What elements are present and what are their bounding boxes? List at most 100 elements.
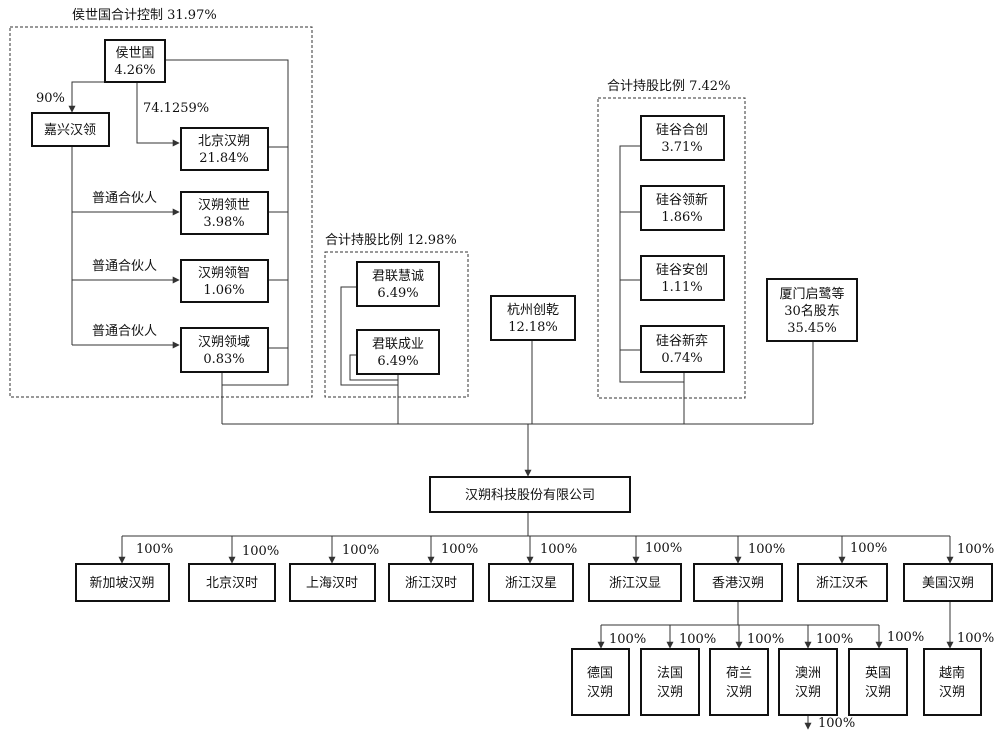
node-name: 汉朔科技股份有限公司 — [465, 488, 595, 503]
node-name: 硅谷合创 — [656, 123, 708, 138]
node-name: 侯世国 — [115, 46, 154, 61]
node-percent: 100% — [609, 632, 646, 647]
node-name: 北京汉朔 — [198, 134, 250, 149]
guigu-group — [597, 97, 746, 399]
node-percent: 100% — [679, 632, 716, 647]
node-percent: 6.49% — [377, 354, 418, 369]
node-guigu-anchuang: 硅谷安创 1.11% — [640, 255, 725, 301]
node-name-line1: 法国 — [657, 666, 683, 681]
node-guigu-lingxin: 硅谷领新 1.86% — [640, 185, 725, 231]
node-name: 浙江汉时 — [405, 576, 457, 591]
edge-label-hou-jiaxing: 90% — [36, 91, 65, 106]
edge-label-gp-lingshi: 普通合伙人 — [92, 191, 157, 206]
node-name-line1: 英国 — [865, 666, 891, 681]
node-name-line2: 汉朔 — [726, 685, 752, 700]
node-name-line2: 汉朔 — [939, 685, 965, 700]
node-sub-zhejiang-hanxian: 浙江汉显 100% — [588, 541, 682, 602]
node-name: 新加坡汉朔 — [89, 575, 154, 591]
node-percent: 100% — [957, 542, 994, 557]
node-name: 上海汉时 — [306, 576, 358, 591]
node-junlian-chengye: 君联成业 6.49% — [356, 329, 440, 375]
guigu-group-label: 合计持股比例 7.42% — [607, 79, 730, 94]
node-name: 浙江汉显 — [609, 576, 661, 591]
edge-label-gp-lingzhi: 普通合伙人 — [92, 259, 157, 274]
node-name: 硅谷安创 — [656, 263, 708, 278]
node-sub-beijing-hanshi: 北京汉时 100% — [188, 544, 279, 602]
node-sub-zhejiang-hanhe: 浙江汉禾 100% — [797, 541, 888, 602]
hou-control-group — [9, 26, 313, 398]
node-name-line1: 越南 — [939, 665, 965, 681]
node-name: 美国汉朔 — [922, 576, 974, 591]
node-hk-sub-germany: 德国 汉朔 100% — [571, 632, 646, 716]
node-beijing-hanshuo: 北京汉朔 21.84% — [180, 127, 269, 171]
node-percent: 0.74% — [661, 351, 702, 366]
node-percent: 100% — [342, 543, 379, 558]
node-name-line1: 德国 — [587, 666, 613, 681]
node-hk-sub-australia: 澳洲 汉朔 100% — [778, 632, 853, 716]
edge-label-gp-lingyu: 普通合伙人 — [92, 324, 157, 339]
node-percent: 6.49% — [377, 286, 418, 301]
node-percent: 4.26% — [114, 63, 155, 78]
node-name-line2: 汉朔 — [587, 685, 613, 700]
node-name: 北京汉时 — [206, 576, 258, 591]
node-name-line2: 汉朔 — [865, 685, 891, 700]
node-sub-zhejiang-hanshi: 浙江汉时 100% — [388, 542, 478, 602]
node-percent: 100% — [645, 541, 682, 556]
edge-label-hou-beijing: 74.1259% — [143, 101, 209, 116]
node-percent: 100% — [441, 542, 478, 557]
node-sub-hongkong-hanshuo: 香港汉朔 100% — [693, 542, 785, 602]
node-name: 汉朔领世 — [198, 198, 250, 213]
node-percent: 3.98% — [203, 215, 244, 230]
node-percent: 100% — [748, 542, 785, 557]
node-name: 硅谷新弈 — [656, 333, 708, 349]
hou-control-group-label: 侯世国合计控制 31.97% — [72, 8, 217, 23]
node-percent: 100% — [850, 541, 887, 556]
node-percent: 100% — [136, 542, 173, 557]
node-percent: 1.11% — [661, 280, 702, 295]
node-name-line2: 30名股东 — [784, 303, 840, 319]
node-hou-shiguo: 侯世国 4.26% — [104, 39, 166, 83]
node-percent: 1.86% — [661, 210, 702, 225]
aus-sub-percent: 100% — [818, 716, 855, 730]
node-name: 浙江汉星 — [505, 576, 557, 591]
node-percent: 100% — [747, 632, 784, 647]
node-sub-shanghai-hanshi: 上海汉时 100% — [289, 543, 379, 602]
node-name: 浙江汉禾 — [816, 576, 868, 591]
node-percent: 0.83% — [203, 352, 244, 367]
node-guigu-hechuang: 硅谷合创 3.71% — [640, 115, 725, 161]
node-percent: 12.18% — [508, 320, 558, 335]
junlian-group-label: 合计持股比例 12.98% — [325, 233, 457, 248]
node-percent: 100% — [887, 630, 924, 645]
node-hk-sub-uk: 英国 汉朔 100% — [848, 630, 924, 716]
junlian-group — [324, 251, 469, 398]
node-name-line1: 荷兰 — [726, 666, 752, 681]
node-junlian-huicheng: 君联慧诚 6.49% — [356, 261, 440, 307]
node-name: 嘉兴汉领 — [44, 123, 96, 138]
node-hangzhou-chuangqian: 杭州创乾 12.18% — [490, 295, 576, 341]
node-name-line1: 厦门启鹭等 — [779, 286, 844, 302]
node-name: 硅谷领新 — [656, 192, 708, 208]
node-sub-us-hanshuo: 美国汉朔 100% — [903, 542, 994, 602]
node-percent: 3.71% — [661, 140, 702, 155]
node-name: 汉朔领智 — [198, 266, 250, 281]
node-hanshuo-lingzhi: 汉朔领智 1.06% — [180, 259, 269, 303]
node-name: 君联成业 — [372, 337, 424, 352]
node-hk-sub-france: 法国 汉朔 100% — [640, 632, 716, 716]
node-jiaxing-hanling: 嘉兴汉领 — [31, 112, 110, 147]
node-hk-sub-netherlands: 荷兰 汉朔 100% — [709, 632, 784, 716]
node-percent: 1.06% — [203, 283, 244, 298]
node-guigu-xinyi: 硅谷新弈 0.74% — [640, 325, 725, 373]
node-name-line2: 汉朔 — [657, 685, 683, 700]
node-name-line1: 澳洲 — [795, 665, 821, 681]
node-hanshuo-lingshi: 汉朔领世 3.98% — [180, 191, 269, 235]
node-name: 汉朔领域 — [198, 335, 250, 350]
node-xiamen-qilu: 厦门启鹭等 30名股东 35.45% — [766, 278, 858, 342]
node-percent: 100% — [957, 631, 994, 646]
node-sub-zhejiang-hanxing: 浙江汉星 100% — [488, 542, 577, 602]
node-percent: 100% — [242, 544, 279, 559]
node-name: 君联慧诚 — [372, 268, 424, 284]
node-main-company: 汉朔科技股份有限公司 — [429, 476, 631, 513]
node-name-line2: 汉朔 — [795, 685, 821, 700]
node-sub-singapore: 新加坡汉朔 100% — [75, 542, 173, 602]
